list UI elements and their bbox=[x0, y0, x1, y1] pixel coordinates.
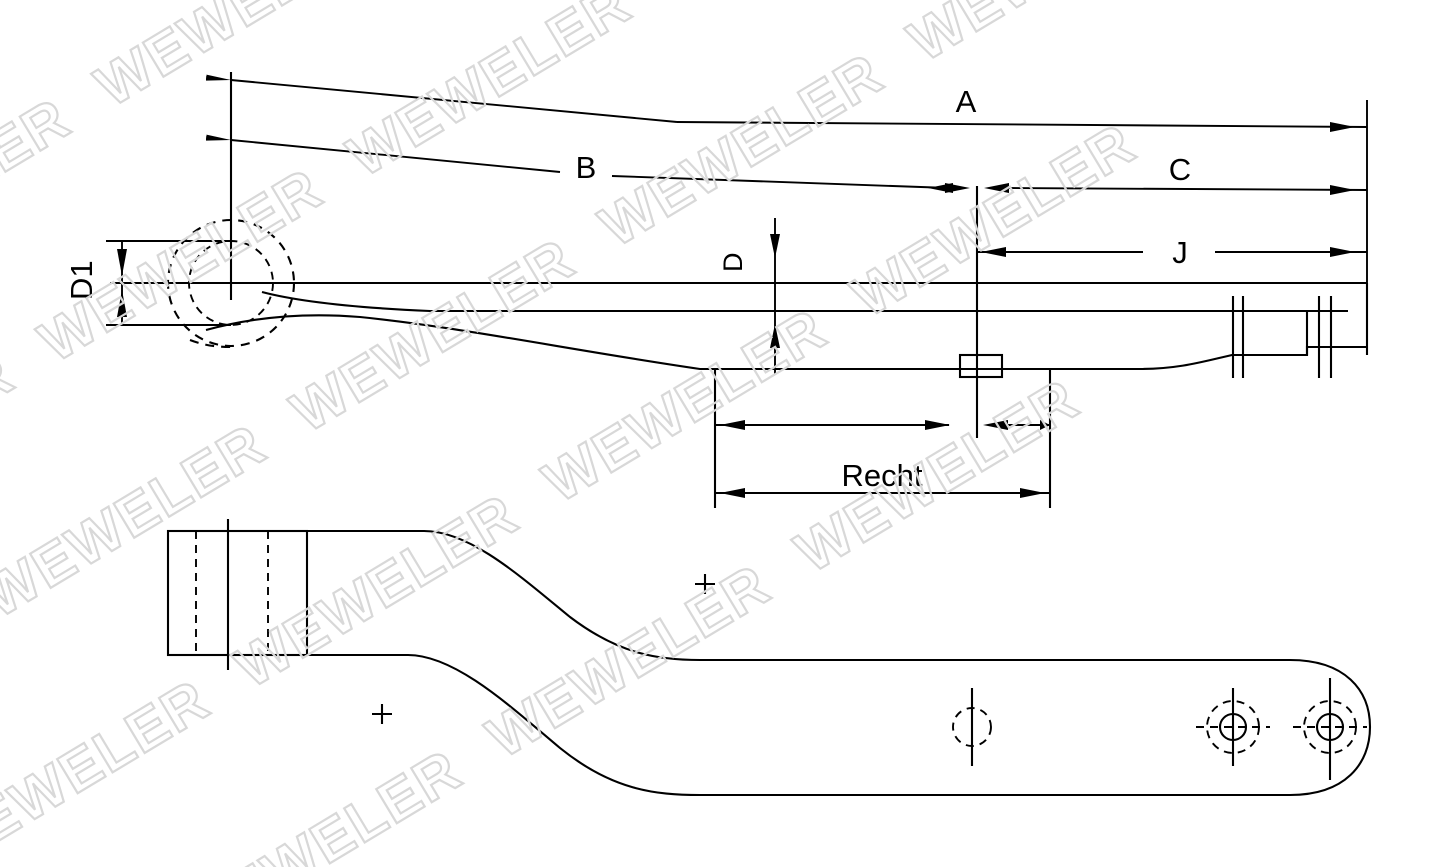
plan-rounded-tip bbox=[1289, 658, 1372, 797]
cross-markers bbox=[372, 574, 715, 724]
d1-arrow-up bbox=[117, 249, 127, 276]
dim-j-arrow-right bbox=[1330, 247, 1355, 257]
dim-bc-tick-left bbox=[928, 183, 953, 193]
cross-marker-lower bbox=[372, 704, 392, 724]
dim-c-arrow-right bbox=[1330, 185, 1355, 195]
d-arrow-down bbox=[770, 324, 780, 348]
dim-label-recht: Recht bbox=[842, 458, 923, 493]
dim-label-j: J bbox=[1172, 235, 1188, 270]
plan-view bbox=[166, 519, 1372, 797]
dim-b-leader-left bbox=[205, 134, 561, 173]
recht-arrow-left bbox=[720, 488, 745, 498]
d-arrow-up bbox=[770, 234, 780, 258]
recht-arrow-right bbox=[1020, 488, 1045, 498]
leaf-bottom-edge-right bbox=[1050, 345, 1367, 371]
recht-upper-arrow-left bbox=[720, 420, 745, 430]
dim-label-d: D bbox=[718, 253, 748, 273]
recht-dimension-group: Recht bbox=[713, 369, 1052, 508]
dim-a-leader-left bbox=[205, 74, 678, 123]
dim-c-line bbox=[1004, 187, 1368, 191]
recht-upper-arrow-mid bbox=[983, 420, 1008, 430]
leaf-bottom-edge-left bbox=[205, 314, 1050, 371]
center-bolt-pad bbox=[958, 353, 1004, 379]
recht-upper-arrow-end bbox=[1040, 420, 1050, 430]
plan-lower-edge bbox=[307, 653, 1290, 797]
plan-upper-edge bbox=[307, 529, 1290, 662]
dim-label-a: A bbox=[956, 84, 977, 119]
leaf-second-edge bbox=[261, 290, 1348, 313]
dim-a-line-right bbox=[676, 121, 1368, 128]
dim-label-c: C bbox=[1169, 152, 1191, 187]
dim-label-d1: D1 bbox=[64, 260, 99, 300]
d1-arrow-down bbox=[117, 290, 127, 317]
dim-b-line-right bbox=[611, 175, 950, 189]
plan-eye-block bbox=[166, 529, 309, 657]
dim-c-arrow-left bbox=[984, 183, 1009, 193]
dimension-set: A B C J bbox=[205, 74, 1368, 355]
dim-label-b: B bbox=[576, 150, 597, 185]
dim-j-arrow-left bbox=[981, 247, 1006, 257]
dim-a-arrow-right bbox=[1330, 122, 1355, 132]
recht-upper-arrow-right bbox=[925, 420, 950, 430]
eye-lower-arc bbox=[189, 339, 232, 349]
side-elevation-view: D1 D bbox=[64, 72, 1369, 438]
cross-marker-upper bbox=[695, 574, 715, 594]
